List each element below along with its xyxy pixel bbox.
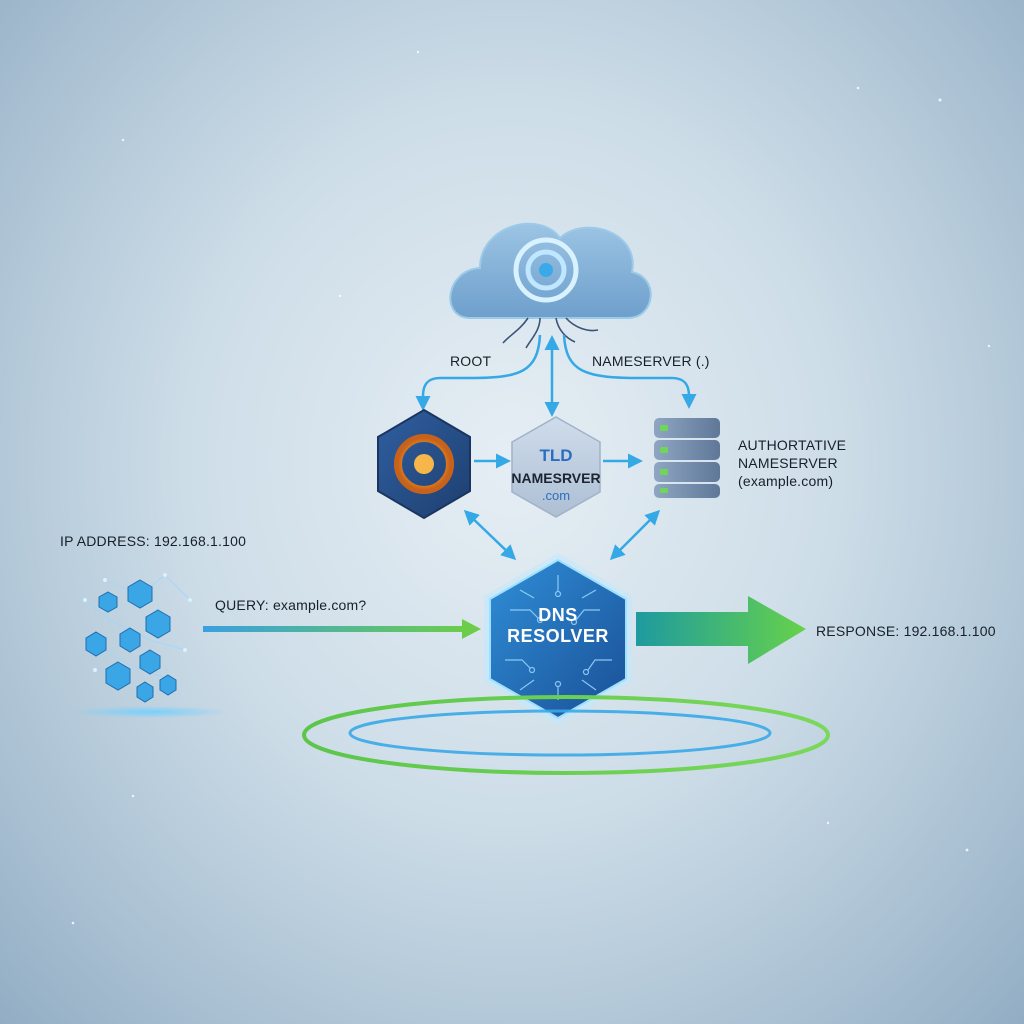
resolver-line-1: DNS bbox=[538, 605, 578, 625]
base-rings bbox=[302, 695, 830, 775]
query-label: QUERY: example.com? bbox=[215, 597, 367, 613]
resolver-line-2: RESOLVER bbox=[507, 626, 609, 646]
authoritative-server-icon bbox=[654, 418, 720, 498]
tld-domain: .com bbox=[541, 488, 571, 503]
root-nameserver-hex-icon bbox=[377, 408, 471, 520]
tld-name: NAMESRVER bbox=[511, 470, 601, 486]
authoritative-line-3: (example.com) bbox=[738, 473, 834, 489]
root-cloud-icon bbox=[449, 222, 652, 349]
tld-title: TLD bbox=[539, 446, 573, 465]
client-ip-label: IP ADDRESS: 192.168.1.100 bbox=[60, 533, 247, 549]
root-to-authoritative-arrow bbox=[562, 334, 697, 409]
authoritative-line-2: NAMESERVER bbox=[738, 455, 838, 471]
response-arrow bbox=[636, 596, 806, 664]
authoritative-to-resolver-arrow bbox=[609, 509, 661, 561]
query-arrow bbox=[203, 619, 481, 639]
root-nameserver-label: NAMESERVER (.) bbox=[592, 353, 710, 369]
authoritative-line-1: AUTHORTATIVE bbox=[738, 437, 847, 453]
dns-resolver-hex bbox=[484, 553, 632, 725]
client-node-cluster-icon bbox=[70, 573, 230, 718]
left-hex-to-resolver-arrow bbox=[463, 509, 517, 561]
response-label: RESPONSE: 192.168.1.100 bbox=[816, 623, 996, 639]
root-to-left-hex-arrow bbox=[415, 334, 542, 411]
root-label: ROOT bbox=[450, 353, 492, 369]
background-sparkles bbox=[71, 50, 991, 925]
tld-nameserver-hex bbox=[511, 416, 601, 518]
